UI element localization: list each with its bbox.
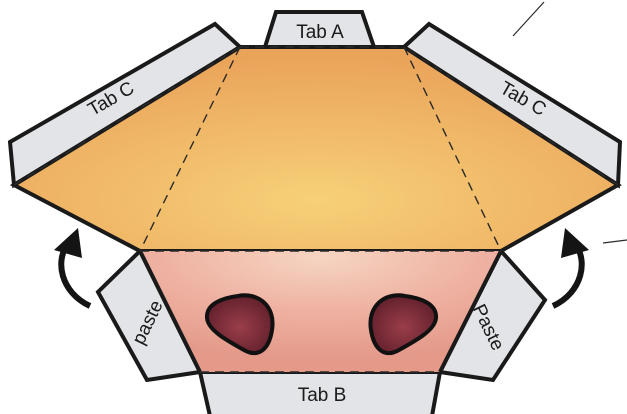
tab-b-label: Tab B — [298, 385, 347, 406]
curved-arrow-right-icon — [551, 228, 589, 309]
tab-a-label: Tab A — [296, 22, 344, 43]
guide-line-top — [512, 1, 545, 37]
curved-arrow-left-icon — [54, 228, 92, 309]
fold-lines — [13, 46, 619, 373]
lower-panel-outline — [138, 250, 503, 373]
left-nostril — [205, 293, 275, 356]
lower-nose-panel — [140, 251, 501, 372]
right-nostril — [368, 293, 438, 356]
guide-line-side — [602, 239, 627, 244]
upper-nose-panel — [9, 45, 622, 253]
